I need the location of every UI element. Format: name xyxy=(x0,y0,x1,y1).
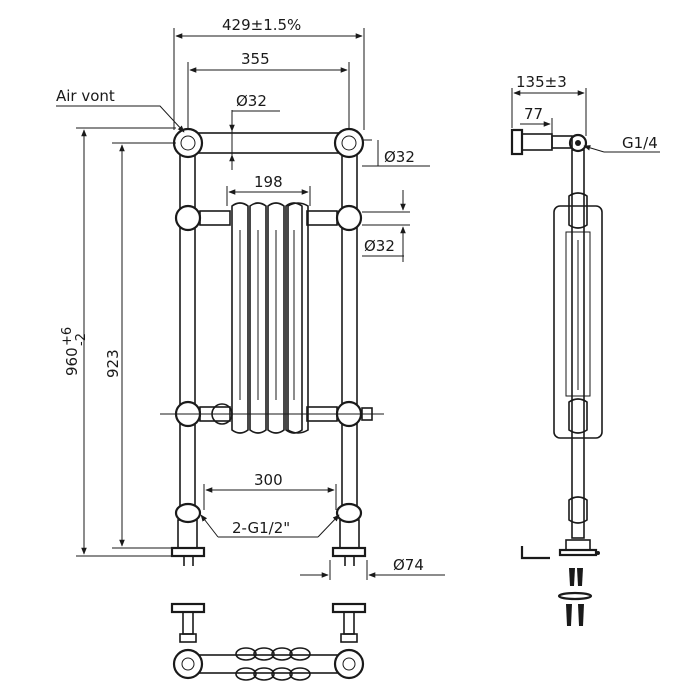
upper-joints xyxy=(174,204,363,232)
fixing-screws xyxy=(557,568,593,626)
front-dimensions: 429±1.5% 355 Air vont Ø32 Ø32 198 Ø32 xyxy=(56,16,445,580)
top-rail xyxy=(172,127,365,159)
top-rail-dia-label: Ø32 xyxy=(236,92,267,110)
side-dimensions: 135±3 77 G1/4 xyxy=(511,73,660,153)
lower-rail-dia-label: Ø32 xyxy=(364,237,395,255)
overall-height-label: 960 xyxy=(63,347,81,376)
valve-centres-label: 300 xyxy=(254,471,283,489)
valves xyxy=(170,502,367,566)
overall-height-tol-plus: +6 xyxy=(60,327,75,346)
overall-height-tol-minus: -2 xyxy=(74,333,89,346)
column-width-label: 198 xyxy=(254,173,283,191)
valve-thread-label: 2-G1/2" xyxy=(232,519,290,537)
pipe-centres-label: 355 xyxy=(241,50,270,68)
side-view xyxy=(510,128,603,626)
front-view xyxy=(160,127,384,566)
side-depth-label: 135±3 xyxy=(516,73,567,91)
column-body xyxy=(231,202,309,434)
rail-dia-right-label: Ø32 xyxy=(384,148,415,166)
lower-joints xyxy=(160,400,384,428)
vent-thread-label: G1/4 xyxy=(622,134,658,152)
plan-view xyxy=(170,602,367,681)
overall-width-label: 429±1.5% xyxy=(222,16,301,34)
side-offset-label: 77 xyxy=(524,105,543,123)
foot-dia-label: Ø74 xyxy=(393,556,424,574)
air-vent-label: Air vont xyxy=(56,87,115,105)
inner-height-label: 923 xyxy=(104,349,122,378)
